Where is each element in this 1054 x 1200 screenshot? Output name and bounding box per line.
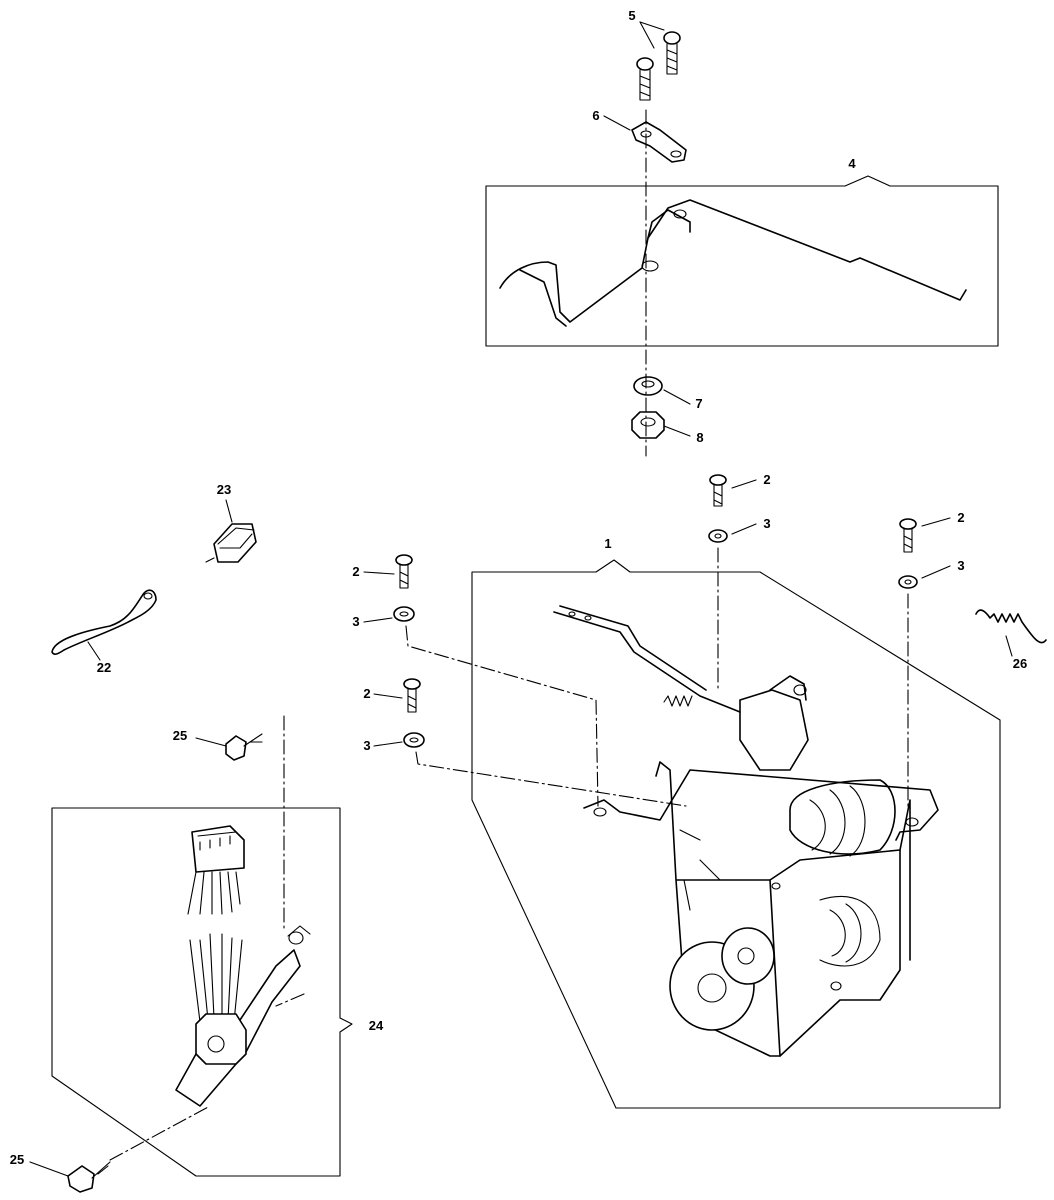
callout-2: 2 <box>363 686 370 701</box>
bracket-rod <box>499 199 967 323</box>
sensor-assembly-24 <box>51 715 353 1177</box>
group-frame-4 <box>485 175 999 347</box>
lever-arm <box>553 611 741 713</box>
callout-26: 26 <box>1013 656 1027 671</box>
callout-2: 2 <box>957 510 964 525</box>
callout-5: 5 <box>628 8 635 23</box>
sensor-wires <box>189 933 243 1023</box>
callout-4: 4 <box>848 156 856 171</box>
screws-5 <box>636 31 681 101</box>
bracket-tab <box>647 209 691 239</box>
callout-25: 25 <box>10 1152 24 1167</box>
side-plate-right <box>769 849 901 1057</box>
connector-wires <box>187 871 241 915</box>
drive-hub <box>721 927 775 985</box>
screw-25-lower <box>67 1165 95 1193</box>
callout-3: 3 <box>763 516 770 531</box>
sensor-body <box>195 1013 247 1065</box>
screw-head-5b <box>663 31 681 45</box>
main-mechanism-1 <box>471 559 1001 1109</box>
washer-3-right <box>898 575 918 589</box>
callout-6: 6 <box>592 108 599 123</box>
lower-coil <box>819 895 881 967</box>
leader-lines <box>29 21 1013 1177</box>
callout-7: 7 <box>695 396 702 411</box>
screw-shank-5a <box>639 69 651 101</box>
screw-2-right <box>899 518 917 530</box>
screw-2-left-lower <box>403 678 421 690</box>
washer-3-left-upper <box>393 606 415 622</box>
washer-7 <box>633 376 663 396</box>
callout-3: 3 <box>363 738 370 753</box>
callout-2: 2 <box>352 564 359 579</box>
fasteners-2-3 <box>393 474 918 811</box>
spring-26 <box>975 609 1047 644</box>
screw-2-top <box>709 474 727 486</box>
callout-3: 3 <box>957 558 964 573</box>
connector-block <box>191 825 245 873</box>
sensor-arm <box>239 949 301 1053</box>
switch-block <box>739 689 809 771</box>
callout-3: 3 <box>352 614 359 629</box>
nut-8 <box>631 411 665 439</box>
callout-22: 22 <box>97 660 111 675</box>
wire-22 <box>51 589 157 655</box>
coil-drum <box>789 779 896 855</box>
bracket-hole <box>641 260 659 272</box>
bracket-assembly-4 <box>485 175 999 347</box>
washer-3-top <box>708 529 728 543</box>
screw-25-upper <box>225 735 247 761</box>
group-frame-24 <box>51 807 353 1177</box>
group-frame-1 <box>471 559 1001 1109</box>
arm-spring <box>663 695 693 707</box>
screw-2-left-upper <box>395 554 413 566</box>
clip-23 <box>213 523 257 563</box>
bracket-rod-edge <box>519 269 567 327</box>
clamp-plate-6 <box>631 121 687 163</box>
callout-1: 1 <box>604 536 611 551</box>
callout-23: 23 <box>217 482 231 497</box>
screw-shank-5b <box>666 43 678 75</box>
washer-3-left-lower <box>403 732 425 748</box>
sensor-arm-lower <box>175 1053 237 1107</box>
callout-2: 2 <box>763 472 770 487</box>
bracket-hole-2 <box>673 209 687 219</box>
screw-head-5a <box>636 57 654 71</box>
base-plate <box>583 769 939 841</box>
callout-25: 25 <box>173 728 187 743</box>
callout-8: 8 <box>696 430 703 445</box>
callout-24: 24 <box>369 1018 384 1033</box>
